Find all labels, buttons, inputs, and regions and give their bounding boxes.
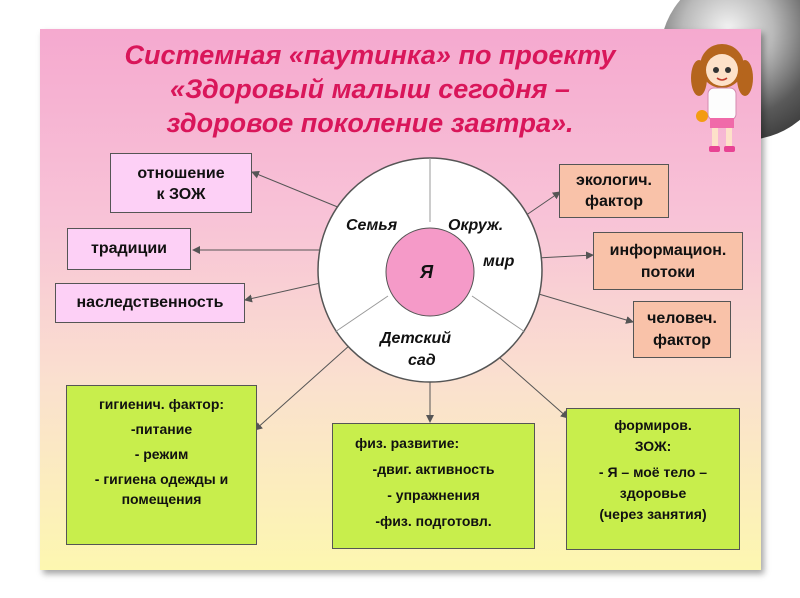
attitude-line-1: отношение	[137, 165, 225, 182]
physical-item-1: -двиг. активность	[372, 461, 495, 477]
hygiene-heading: гигиенич. фактор:	[98, 396, 225, 412]
human-box: человеч. фактор	[633, 301, 731, 358]
physical-item-2: - упражнения	[387, 487, 480, 503]
wheel-sector-family: Семья	[346, 217, 398, 234]
girl-illustration	[691, 44, 753, 152]
traditions-box: традиции	[67, 228, 191, 270]
wheel-divider-left	[334, 295, 389, 333]
title-line-2: «Здоровый малыш сегодня –	[170, 74, 570, 104]
lifestyle-box: формиров. ЗОЖ: - Я – моё тело – здоровье…	[566, 408, 740, 550]
arrow-to-hygiene	[254, 344, 351, 431]
info-line-2: потоки	[640, 264, 696, 281]
eco-line-1: экологич.	[576, 172, 652, 189]
hygiene-item-1: -питание	[130, 421, 193, 437]
page-title: Системная «паутинка» по проекту «Здоровы…	[70, 38, 670, 140]
wheel-divider-right	[471, 295, 526, 333]
wheel-sector-world-2: мир	[483, 253, 515, 270]
arrow-to-eco	[521, 191, 561, 219]
hygiene-item-3: - гигиена одежды и	[94, 471, 229, 487]
lifestyle-item-3: (через занятия)	[599, 506, 707, 522]
info-box: информацион. потоки	[593, 232, 743, 290]
heredity-box: наследственность	[55, 283, 245, 323]
title-line-3: здоровое поколение завтра».	[166, 108, 574, 138]
hygiene-item-2: - режим	[134, 446, 189, 462]
physical-box: физ. развитие: -двиг. активность - упраж…	[332, 423, 535, 549]
lifestyle-item-1: - Я – моё тело –	[598, 464, 708, 480]
info-line-1: информацион.	[609, 242, 727, 259]
lifestyle-item-2: здоровье	[619, 485, 687, 501]
traditions-label: традиции	[90, 240, 167, 257]
eco-line-2: фактор	[584, 193, 644, 210]
attitude-box: отношение к ЗОЖ	[110, 153, 252, 213]
wheel-sector-kg-1: Детский	[380, 330, 452, 347]
arrow-to-lifestyle	[499, 357, 569, 419]
attitude-line-2: к ЗОЖ	[156, 186, 206, 203]
lifestyle-heading-1: формиров.	[614, 417, 692, 433]
wheel-center-circle	[385, 227, 475, 317]
arrow-to-human	[531, 291, 634, 324]
eco-box: экологич. фактор	[559, 164, 669, 218]
wheel-sector-world-1: Окруж.	[448, 217, 504, 234]
physical-item-3: -физ. подготовл.	[375, 513, 492, 529]
human-line-2: фактор	[652, 332, 712, 349]
hygiene-item-4: помещения	[121, 491, 202, 507]
physical-heading: физ. развитие:	[355, 435, 460, 451]
wheel-sector-kg-2: сад	[408, 352, 436, 369]
heredity-label: наследственность	[76, 294, 224, 311]
title-line-1: Системная «паутинка» по проекту	[124, 40, 616, 70]
human-line-1: человеч.	[647, 310, 717, 327]
arrow-to-attitude	[251, 170, 346, 211]
wheel-center-label: Я	[420, 262, 434, 282]
lifestyle-heading-2: ЗОЖ:	[634, 438, 672, 454]
arrow-to-heredity	[244, 281, 326, 303]
hygiene-box: гигиенич. фактор: -питание - режим - гиг…	[66, 385, 257, 545]
arrow-to-info	[536, 251, 594, 260]
